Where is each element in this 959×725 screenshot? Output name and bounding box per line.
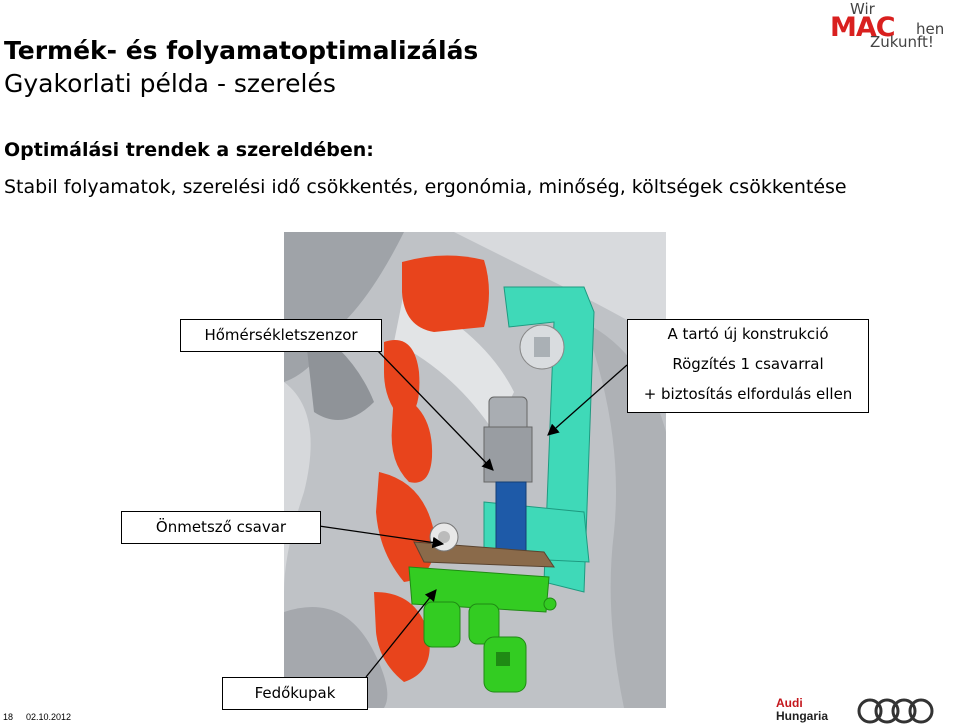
holder-leader [547,364,628,436]
audi-rings-logo [857,698,934,724]
callout-sensor: Hőmérsékletszenzor [180,319,382,352]
cap-leader [365,589,437,678]
logo-mac: MAC [830,12,896,43]
callout-cap: Fedőkupak [222,677,368,710]
page-title: Termék- és folyamatoptimalizálás [4,36,479,65]
brand-hungaria: Hungaria [776,709,829,723]
callout-holder-line3: + biztosítás elfordulás ellen [643,385,853,403]
callout-holder: A tartó új konstrukció Rögzítés 1 csavar… [627,319,869,413]
page-subtitle: Gyakorlati példa - szerelés [4,69,336,98]
audi-hungaria-brand: Audi Hungaria [776,697,828,723]
screw-leader [318,525,445,549]
trends-text: Stabil folyamatok, szerelési idő csökken… [4,176,847,198]
page-number: 18 [3,712,14,722]
logo-wir: Wir [850,0,875,18]
brand-audi: Audi [776,696,803,710]
callout-screw: Önmetsző csavar [121,511,321,544]
sensor-leader [376,349,494,471]
callout-holder-line1: A tartó új konstrukció [667,325,829,343]
wir-machen-zukunft-logo: Wir MAC hen Zukunft! [826,0,959,52]
green-cap [408,566,557,693]
footer-date: 02.10.2012 [26,712,72,722]
callout-holder-line2: Rögzítés 1 csavarral [672,355,824,373]
temperature-sensor [483,396,533,553]
section-heading: Optimálási trendek a szereldében: [4,139,374,161]
logo-hen: hen [916,20,945,38]
logo-zukunft: Zukunft! [870,33,934,51]
